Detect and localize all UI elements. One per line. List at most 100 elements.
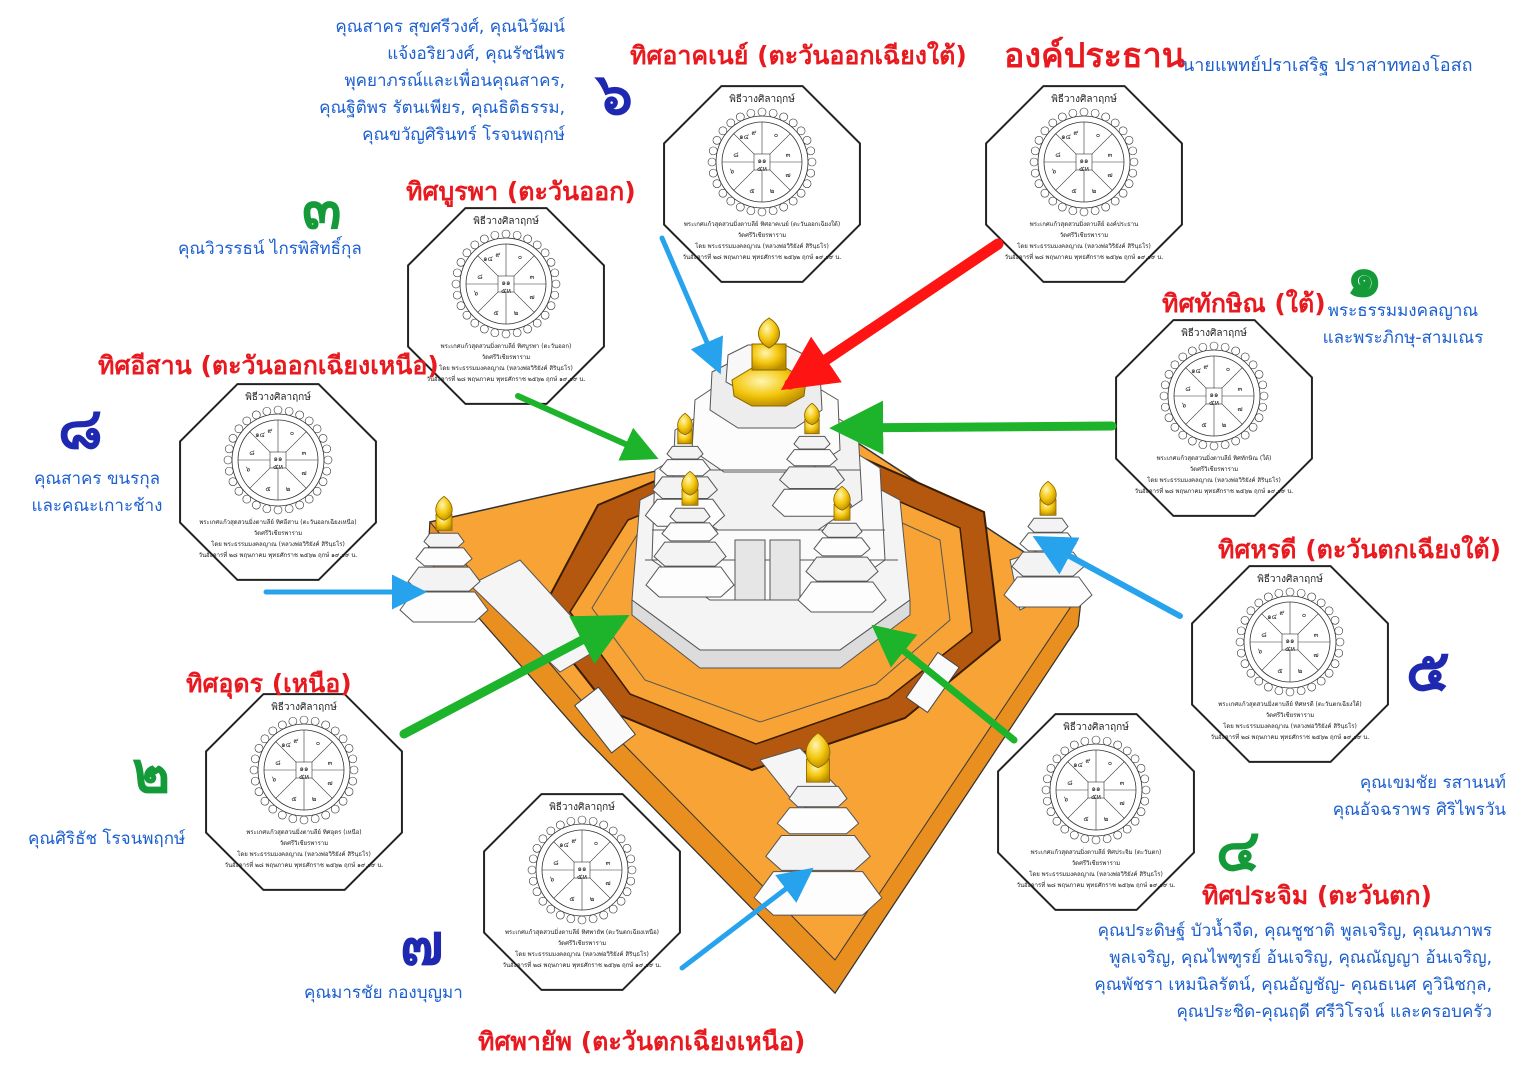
direction-4-title: ทิศประจิม (ตะวันตก) [1202, 881, 1432, 910]
card-caption-line: วันอังคารที่ ๒๘ พฤษภาคม พุทธศักราช ๒๕๖๒ … [225, 861, 384, 869]
yantra-digit: ๓ [786, 151, 791, 159]
yantra-digit: ๖ [272, 775, 277, 783]
ceremony-card: ๑๔๙๐๓๗๒๕๘๖๑๑๕หพิธีวางศิลาฤกษ์พระเกศแก้วส… [407, 207, 605, 405]
direction-6-people: คุณสาคร สุขศรีวงศ์, คุณนิวัฒน์ แจ้งอริยว… [319, 17, 565, 145]
yantra-digit: ๒ [1104, 815, 1109, 823]
yantra-digit: ๐ [1108, 759, 1112, 767]
yantra-digit: ๒ [286, 485, 291, 493]
yantra-digit: ๙ [1279, 609, 1284, 617]
yantra-digit: ๖ [1258, 647, 1263, 655]
yantra-digit: ๐ [594, 839, 598, 847]
ceremony-cards: ๑๔๙๐๓๗๒๕๘๖๑๑๕หพิธีวางศิลาฤกษ์พระเกศแก้วส… [179, 85, 1389, 991]
yantra-digit: ๘ [477, 273, 482, 281]
direction-1-people: พระธรรมมงคลญาณ และพระภิกษุ-สามเณร [1322, 301, 1484, 348]
card-caption-line: โดย พระธรรมมงคลญาณ (หลวงพ่อวิริยังค์ สิร… [515, 950, 649, 958]
yantra-digit: ๙ [267, 427, 272, 435]
card-caption-line: พระเกศแก้วสุดสวนมิ่งตาบลีย์ ทิศพายัพ (ตะ… [505, 928, 659, 936]
yantra-digit: ๐ [1302, 611, 1306, 619]
card-caption-line: โดย พระธรรมมงคลญาณ (หลวงพ่อวิริยังค์ สิร… [695, 242, 829, 250]
yantra-digit: ๓ [1238, 385, 1243, 393]
card-header: พิธีวางศิลาฤกษ์ [1051, 93, 1117, 105]
yantra-digit: ๑๑ [274, 455, 283, 463]
yantra-digit: ๑๑ [502, 279, 511, 287]
yantra-digit: ๑๑ [1092, 785, 1101, 793]
yantra-digit: ๑๔ [1267, 613, 1277, 621]
card-caption-line: วันอังคารที่ ๒๘ พฤษภาคม พุทธศักราช ๒๕๖๒ … [1211, 733, 1370, 741]
card-caption-line: พระเกศแก้วสุดสวนมิ่งตาบลีย์ ทิศอาคเนย์ (… [684, 220, 840, 228]
arrow-green-west [871, 624, 1018, 744]
yantra-digit: ๕ห [1079, 165, 1089, 173]
main-title: องค์ประธาน [1004, 36, 1185, 76]
yantra-digit: ๓ [328, 759, 333, 767]
direction-4-number: ๔ [1216, 816, 1260, 884]
yantra-digit: ๐ [316, 739, 320, 747]
arrow-green-east [515, 393, 659, 461]
card-caption-line: โดย พระธรรมมงคลญาณ (หลวงพ่อวิริยังค์ สิร… [1017, 242, 1151, 250]
yantra-digit: ๒ [1222, 421, 1227, 429]
card-caption-line: โดย พระธรรมมงคลญาณ (หลวงพ่อวิริยังค์ สิร… [211, 540, 345, 548]
direction-3-people: คุณวิวรรธน์ ไกรพิสิทธิ์กุล [178, 239, 362, 259]
yantra-digit: ๑๔ [739, 133, 749, 141]
card-caption-line: วัดศรีวิเชียรพาราม [1060, 231, 1108, 239]
card-caption-line: วัดศรีวิเชียรพาราม [280, 839, 328, 847]
direction-2-title: ทิศอุดร (เหนือ) [186, 669, 352, 698]
ceremony-card: ๑๔๙๐๓๗๒๕๘๖๑๑๕หพิธีวางศิลาฤกษ์พระเกศแก้วส… [205, 693, 403, 891]
card-caption-line: วันอังคารที่ ๒๘ พฤษภาคม พุทธศักราช ๒๕๖๒ … [683, 253, 842, 261]
card-header: พิธีวางศิลาฤกษ์ [549, 801, 615, 813]
direction-6-title: ทิศอาคเนย์ (ตะวันออกเฉียงใต้) [630, 41, 967, 70]
yantra-digit: ๓ [302, 449, 307, 457]
yantra-digit: ๙ [293, 737, 298, 745]
yantra-digit: ๕ [1201, 421, 1206, 429]
yantra-digit: ๕ [291, 795, 296, 803]
yantra-digit: ๑๑ [578, 865, 587, 873]
small-stupa [771, 402, 853, 517]
yantra-digit: ๑๑ [1080, 157, 1089, 165]
card-caption-line: พระเกศแก้วสุดสวนมิ่งตาบลีย์ ทิศอีสาน (ตะ… [199, 518, 356, 526]
yantra-digit: ๕ [493, 309, 498, 317]
card-caption-line: วันอังคารที่ ๒๘ พฤษภาคม พุทธศักราช ๒๕๖๒ … [427, 375, 586, 383]
yantra-digit: ๘ [1185, 385, 1190, 393]
yantra-digit: ๙ [495, 251, 500, 259]
card-caption-line: วันอังคารที่ ๒๘ พฤษภาคม พุทธศักราช ๒๕๖๒ … [199, 551, 358, 559]
yantra-digit: ๖ [1064, 795, 1069, 803]
yantra-digit: ๗ [1119, 799, 1124, 807]
yantra-digit: ๓ [1108, 151, 1113, 159]
arrows [263, 235, 1183, 971]
card-caption-line: โดย พระธรรมมงคลญาณ (หลวงพ่อวิริยังค์ สิร… [1223, 722, 1357, 730]
yantra-digit: ๖ [1052, 167, 1057, 175]
direction-8-number: ๘ [58, 394, 103, 462]
direction-3-title: ทิศบูรพา (ตะวันออก) [406, 177, 636, 206]
yantra-digit: ๖ [246, 465, 251, 473]
yantra-digit: ๒ [312, 795, 317, 803]
yantra-digit: ๗ [605, 879, 610, 887]
direction-5-title: ทิศหรดี (ตะวันตกเฉียงใต้) [1218, 535, 1502, 564]
card-header: พิธีวางศิลาฤกษ์ [1257, 573, 1323, 585]
card-caption-line: วันอังคารที่ ๒๘ พฤษภาคม พุทธศักราช ๒๕๖๒ … [1005, 253, 1164, 261]
yantra-digit: ๕ [569, 895, 574, 903]
yantra-digit: ๑๔ [1061, 133, 1071, 141]
arrow-red-main [780, 238, 1004, 391]
yantra-digit: ๙ [1203, 363, 1208, 371]
card-caption-line: วัดศรีวิเชียรพาราม [1266, 711, 1314, 719]
yantra-digit: ๖ [1182, 401, 1187, 409]
direction-1-number: ๑ [1346, 242, 1383, 310]
card-header: พิธีวางศิลาฤกษ์ [1063, 721, 1129, 733]
yantra-digit: ๘ [275, 759, 280, 767]
ceremony-card: ๑๔๙๐๓๗๒๕๘๖๑๑๕หพิธีวางศิลาฤกษ์พระเกศแก้วส… [663, 85, 861, 283]
yantra-digit: ๑๑ [758, 157, 767, 165]
yantra-digit: ๙ [1073, 129, 1078, 137]
card-caption-line: วันอังคารที่ ๒๘ พฤษภาคม พุทธศักราช ๒๕๖๒ … [1017, 881, 1176, 889]
yantra-digit: ๓ [530, 273, 535, 281]
direction-1-title: ทิศทักษิณ (ใต้) [1162, 289, 1326, 318]
card-caption-line: วัดศรีวิเชียรพาราม [738, 231, 786, 239]
yantra-digit: ๑๑ [300, 765, 309, 773]
yantra-digit: ๑๔ [255, 431, 265, 439]
yantra-digit: ๕ห [1209, 399, 1219, 407]
yantra-digit: ๖ [550, 875, 555, 883]
yantra-digit: ๙ [751, 129, 756, 137]
ceremony-card: ๑๔๙๐๓๗๒๕๘๖๑๑๕หพิธีวางศิลาฤกษ์พระเกศแก้วส… [483, 793, 681, 991]
small-stupa [399, 495, 489, 623]
yantra-digit: ๗ [785, 171, 790, 179]
yantra-digit: ๗ [529, 293, 534, 301]
